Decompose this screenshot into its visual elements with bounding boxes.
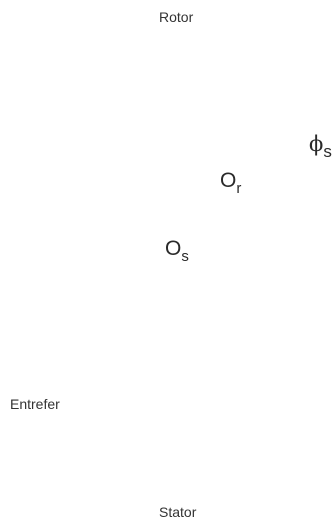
phi-subscript: s [323,142,332,161]
o-r-symbol: O [220,169,237,192]
o-s-symbol: O [165,237,182,260]
stator-label: Stator [159,504,197,520]
rotor-label: Rotor [159,9,194,25]
o-s-label: Os [165,238,189,264]
entrefer-label: Entrefer [10,396,60,412]
o-s-subscript: s [181,248,189,265]
o-r-label: Or [220,170,241,196]
phi-symbol: ϕ [309,132,324,156]
phi-s-label: ϕs [309,132,332,161]
o-r-subscript: r [236,180,242,197]
